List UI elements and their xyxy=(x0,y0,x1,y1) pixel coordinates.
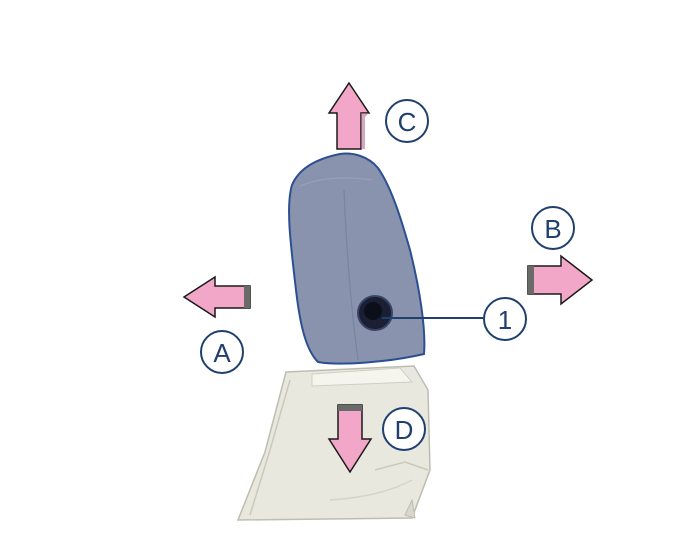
callout-a-label: A xyxy=(213,338,231,368)
headrest xyxy=(288,152,426,365)
arrow-right-icon xyxy=(527,254,594,306)
callout-d-label: D xyxy=(395,415,414,445)
arrow-left-icon xyxy=(182,275,251,319)
release-button-icon xyxy=(357,295,393,331)
callout-b: B xyxy=(531,206,575,250)
callout-b-label: B xyxy=(544,214,561,244)
callout-1: 1 xyxy=(483,297,527,341)
callout-a: A xyxy=(200,330,244,374)
arrow-up-icon xyxy=(327,81,371,150)
arrow-down-icon xyxy=(327,404,373,474)
callout-d: D xyxy=(382,407,426,451)
callout-1-label: 1 xyxy=(498,305,512,335)
callout-c-label: C xyxy=(398,107,417,137)
callout-c: C xyxy=(385,99,429,143)
